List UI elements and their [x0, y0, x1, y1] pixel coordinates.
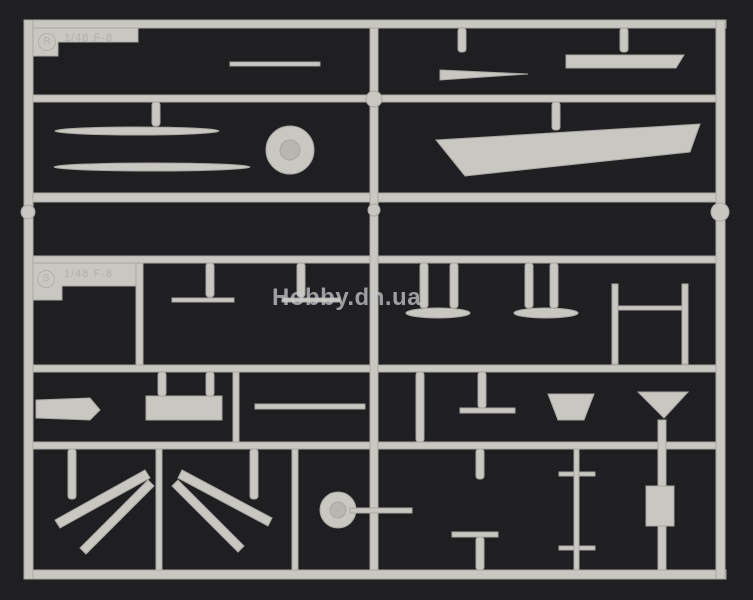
sprue-s-scale-label: 1/48 F-8 [64, 268, 113, 280]
sprue-r-letter: R [38, 33, 56, 51]
frame-bottom [23, 569, 727, 580]
watermark: Hobby.dn.ua [272, 284, 422, 311]
sprue-s-letter: S [37, 270, 55, 288]
frame-right [715, 19, 726, 580]
sprue-r-scale-label: 1/48 F-8 [64, 32, 113, 44]
frame-left [23, 19, 34, 580]
frame-top [23, 19, 727, 29]
